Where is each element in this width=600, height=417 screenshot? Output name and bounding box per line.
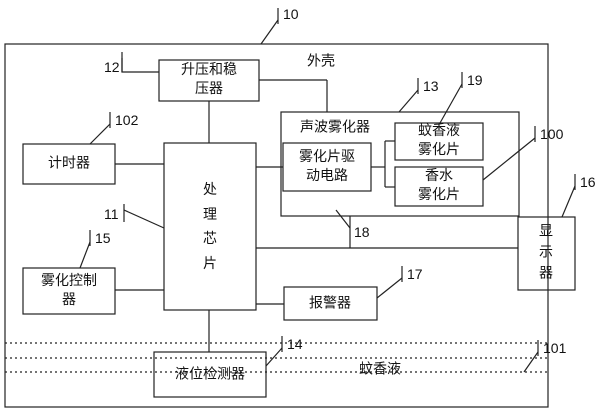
- ref-10: 10: [283, 6, 299, 22]
- atomization-controller-label: 雾化控制 器: [41, 272, 97, 310]
- leader-19: [439, 83, 463, 124]
- leader-17: [376, 277, 403, 299]
- ref-13: 13: [423, 78, 439, 94]
- leader-11: [123, 209, 165, 229]
- ref-15: 15: [95, 230, 111, 246]
- ref-11: 11: [104, 206, 119, 222]
- processor-label: 处理芯片: [203, 182, 217, 272]
- mosquito-liquid-atomizer-label-line1: 蚊香液: [418, 123, 460, 140]
- leader-16: [561, 185, 576, 218]
- liquid-label: 蚊香液: [359, 361, 401, 378]
- leader-100: [482, 137, 536, 181]
- atomizer-driver-label-line2: 动电路: [306, 168, 348, 184]
- alarm-label: 报警器: [309, 295, 351, 312]
- mosquito-liquid-atomizer-label: 蚊香液 雾化片: [418, 122, 460, 160]
- mosquito-liquid-atomizer-label-line2: 雾化片: [418, 142, 460, 158]
- leader-102: [89, 123, 111, 145]
- ref-19: 19: [467, 72, 483, 88]
- ref-102: 102: [115, 112, 139, 128]
- perfume-atomizer-label-line2: 雾化片: [418, 187, 460, 203]
- housing-box: [4, 43, 549, 408]
- atomization-controller-label-line2: 器: [62, 292, 76, 308]
- acoustic-atomizer-label: 声波雾化器: [300, 119, 370, 136]
- leader-15: [79, 241, 91, 269]
- ref-100: 100: [540, 126, 564, 142]
- leader-14: [265, 347, 283, 367]
- booster-regulator-label-line1: 升压和稳: [181, 62, 237, 79]
- ref-101: 101: [543, 340, 567, 356]
- processor-box: [163, 142, 257, 311]
- booster-regulator-label: 升压和稳 压器: [181, 61, 237, 99]
- timer-label: 计时器: [48, 155, 90, 172]
- leader-10: [260, 19, 279, 45]
- display-box: [517, 216, 576, 291]
- housing-label: 外壳: [307, 53, 335, 70]
- perfume-atomizer-label: 香水 雾化片: [418, 167, 460, 205]
- leader-13: [398, 89, 419, 113]
- acoustic-atomizer-box: [280, 111, 520, 217]
- perfume-atomizer-label-line1: 香水: [425, 168, 453, 185]
- atomization-controller-box: [22, 267, 116, 315]
- level-detector-box: [153, 351, 267, 398]
- leader-101: [523, 351, 539, 373]
- ref-12: 12: [104, 59, 120, 75]
- atomizer-driver-label-line1: 雾化片驱: [299, 149, 355, 166]
- atomizer-driver-label: 雾化片驱 动电路: [299, 148, 355, 186]
- leader-12: [121, 58, 159, 73]
- display-label: 显示器: [539, 223, 553, 282]
- ref-16: 16: [580, 174, 596, 190]
- booster-regulator-label-line2: 压器: [195, 81, 223, 97]
- ref-18: 18: [354, 224, 370, 240]
- ref-17: 17: [407, 266, 423, 282]
- ref-14: 14: [287, 336, 303, 352]
- leader-18: [335, 209, 351, 229]
- atomization-controller-label-line1: 雾化控制: [41, 273, 97, 290]
- level-detector-label: 液位检测器: [175, 366, 245, 383]
